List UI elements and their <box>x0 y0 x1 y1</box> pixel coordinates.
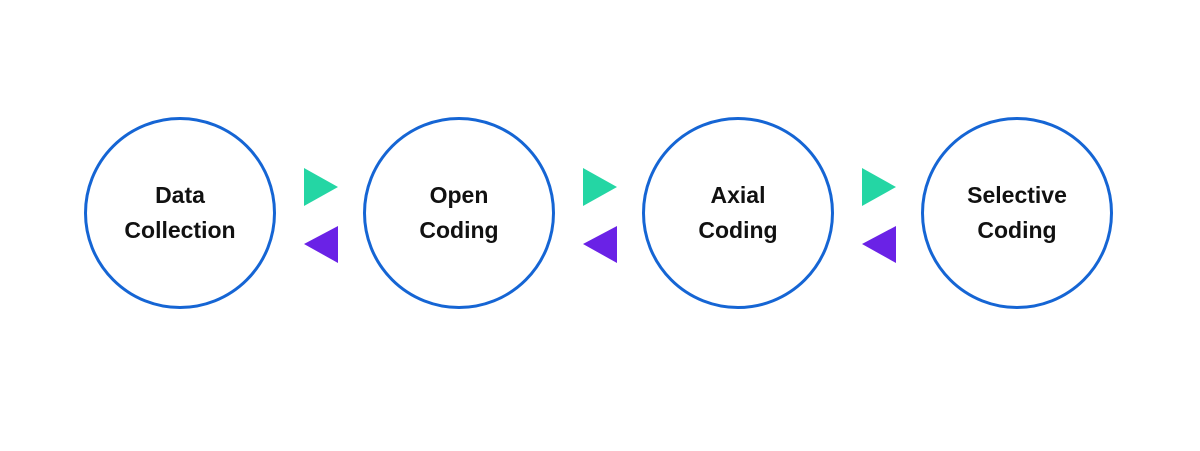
node-label-line: Coding <box>977 217 1057 243</box>
node-label-line: Coding <box>419 217 499 243</box>
node-label-line: Data <box>155 182 205 208</box>
triangle-right-icon <box>304 168 338 206</box>
triangle-left-icon <box>862 226 896 263</box>
node-label: Data Collection <box>124 178 235 248</box>
node-label-line: Open <box>429 182 489 208</box>
connector-3 <box>862 168 896 264</box>
node-label-line: Collection <box>124 217 236 243</box>
node-label: Axial Coding <box>698 178 777 248</box>
node-axial-coding: Axial Coding <box>642 117 834 309</box>
node-label: Selective Coding <box>967 178 1067 248</box>
node-open-coding: Open Coding <box>363 117 555 309</box>
node-selective-coding: Selective Coding <box>921 117 1113 309</box>
node-label: Open Coding <box>419 178 498 248</box>
connector-1 <box>304 168 338 264</box>
node-label-line: Selective <box>967 182 1067 208</box>
node-data-collection: Data Collection <box>84 117 276 309</box>
triangle-left-icon <box>583 226 617 263</box>
connector-2 <box>583 168 617 264</box>
node-label-line: Coding <box>698 217 778 243</box>
node-label-line: Axial <box>710 182 766 208</box>
triangle-left-icon <box>304 226 338 263</box>
triangle-right-icon <box>862 168 896 206</box>
triangle-right-icon <box>583 168 617 206</box>
